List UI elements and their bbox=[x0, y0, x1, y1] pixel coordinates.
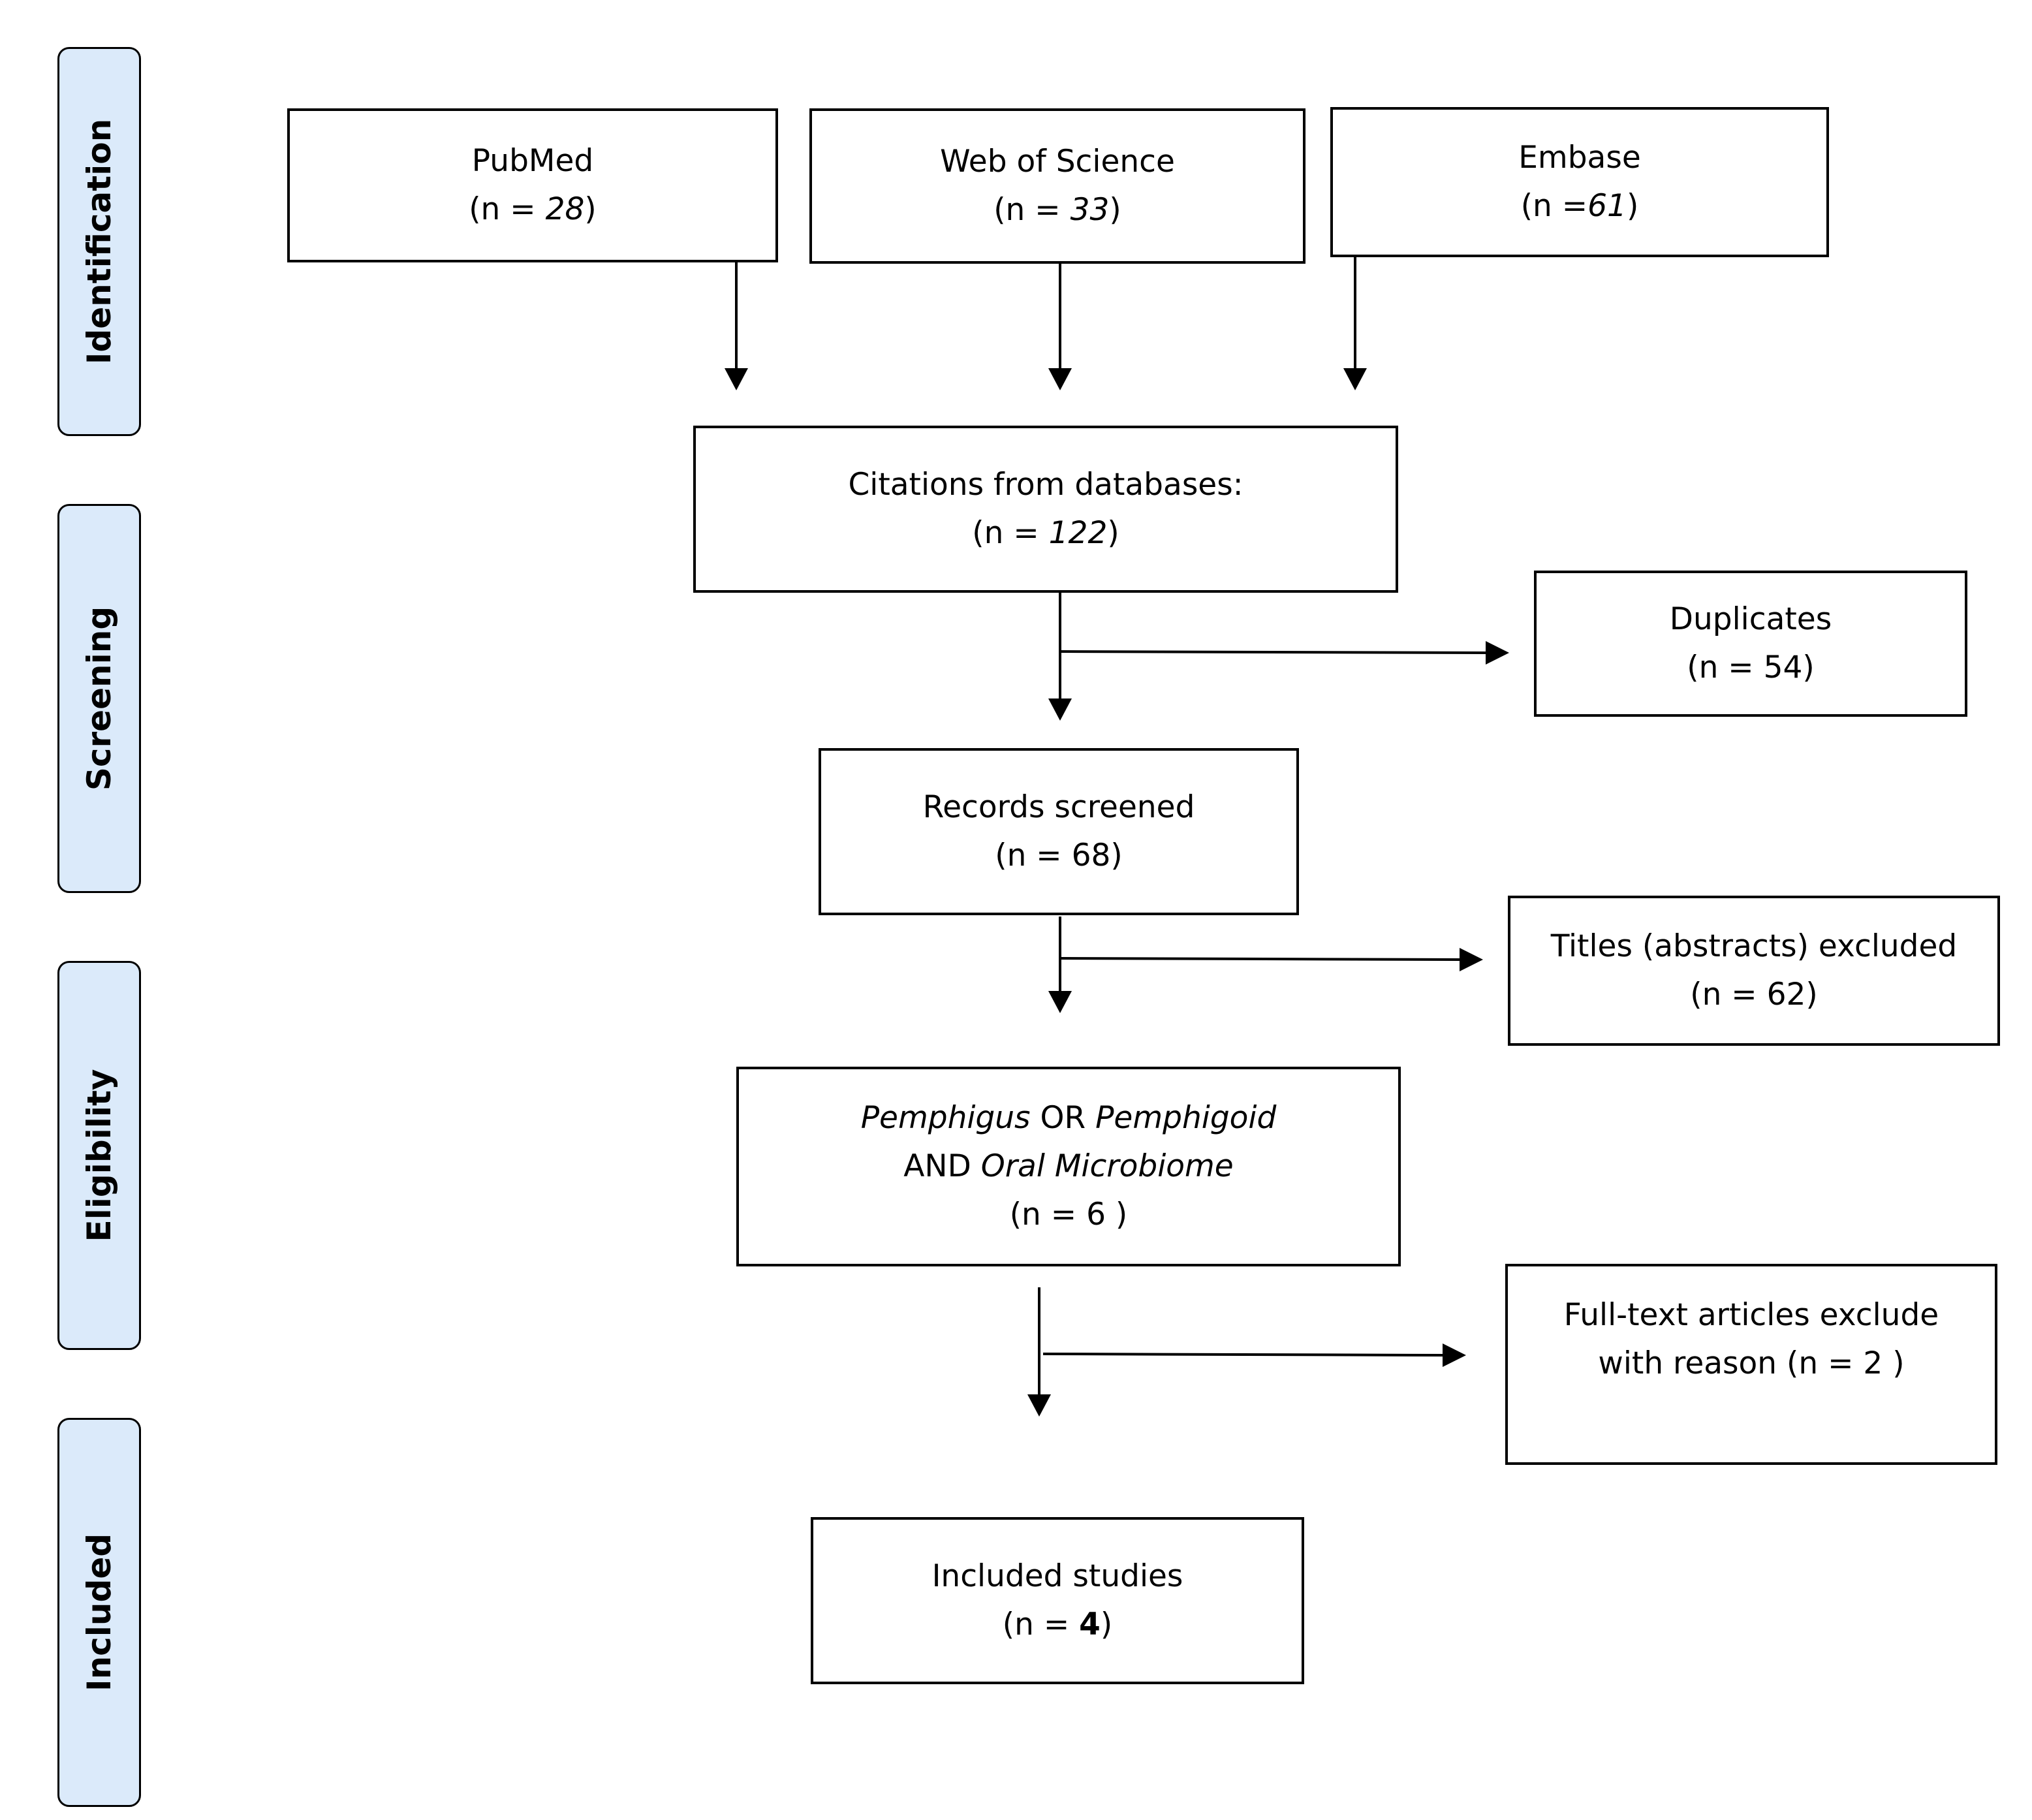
box-title: Embase bbox=[1518, 140, 1641, 176]
count-value: 4 bbox=[1079, 1607, 1101, 1642]
box-duplicates: Duplicates (n = 54) bbox=[1534, 571, 1967, 717]
box-records-screened: Records screened (n = 68) bbox=[819, 748, 1299, 915]
term-pemphigus: Pemphigus bbox=[860, 1100, 1031, 1136]
phase-screening: Screening bbox=[57, 504, 141, 893]
eligibility-line-2: AND Oral Microbiome bbox=[903, 1142, 1233, 1191]
box-count: (n = 33) bbox=[993, 192, 1121, 228]
box-title: Citations from databases: bbox=[848, 467, 1243, 503]
arrowhead-embase bbox=[1343, 368, 1367, 390]
box-count: (n = 4) bbox=[1002, 1607, 1113, 1642]
box-included-studies: Included studies (n = 4) bbox=[811, 1517, 1304, 1684]
box-fulltext-excluded: Full-text articles exclude with reason (… bbox=[1505, 1264, 1997, 1465]
arrowhead-wos bbox=[1048, 368, 1072, 390]
arrowhead-pubmed bbox=[725, 368, 748, 390]
box-title: Included studies bbox=[931, 1558, 1183, 1594]
arrowhead-eligibility bbox=[1027, 1394, 1051, 1417]
box-citations: Citations from databases: (n = 122) bbox=[693, 426, 1398, 593]
box-titles-excluded: Titles (abstracts) excluded (n = 62) bbox=[1508, 896, 2000, 1046]
box-count: (n = 6 ) bbox=[1009, 1197, 1128, 1232]
box-title: Records screened bbox=[922, 789, 1195, 825]
count-value: 61 bbox=[1587, 188, 1627, 224]
eligibility-line-1: Pemphigus OR Pemphigoid bbox=[861, 1094, 1277, 1142]
box-count: (n = 28) bbox=[469, 191, 597, 227]
box-web-of-science: Web of Science (n = 33) bbox=[809, 108, 1305, 264]
operator-and: AND bbox=[903, 1148, 971, 1184]
count-value: 28 bbox=[545, 191, 585, 227]
box-embase: Embase (n =61) bbox=[1330, 107, 1829, 257]
box-title: PubMed bbox=[471, 143, 594, 179]
phase-eligibility: Eligibility bbox=[57, 961, 141, 1350]
count-value: 122 bbox=[1048, 515, 1108, 551]
term-pemphigoid: Pemphigoid bbox=[1095, 1100, 1277, 1136]
box-title: Duplicates bbox=[1669, 601, 1832, 637]
operator-or: OR bbox=[1040, 1100, 1086, 1136]
box-count: (n =61) bbox=[1520, 188, 1639, 224]
branch-titles-excluded bbox=[1059, 957, 1461, 961]
phase-included: Included bbox=[57, 1418, 141, 1807]
box-title: Web of Science bbox=[940, 144, 1175, 180]
arrowhead-titles-excluded bbox=[1460, 948, 1483, 971]
box-count: (n = 68) bbox=[995, 838, 1123, 873]
box-title: Titles (abstracts) excluded bbox=[1550, 928, 1958, 964]
box-eligibility: Pemphigus OR Pemphigoid AND Oral Microbi… bbox=[736, 1067, 1401, 1266]
box-count: (n = 62) bbox=[1690, 977, 1818, 1012]
branch-duplicates bbox=[1059, 650, 1488, 654]
box-count: (n = 122) bbox=[972, 515, 1119, 551]
arrowhead-duplicates bbox=[1486, 641, 1509, 665]
phase-identification: Identification bbox=[57, 47, 141, 436]
arrowhead-citations bbox=[1048, 698, 1072, 721]
box-line-1: Full-text articles exclude bbox=[1563, 1297, 1939, 1333]
count-value: 33 bbox=[1070, 192, 1110, 228]
branch-fulltext-excluded bbox=[1042, 1353, 1445, 1357]
box-pubmed: PubMed (n = 28) bbox=[287, 108, 778, 262]
box-line-2: with reason (n = 2 ) bbox=[1598, 1345, 1905, 1381]
box-count: (n = 54) bbox=[1687, 650, 1815, 685]
term-oral-microbiome: Oral Microbiome bbox=[980, 1148, 1234, 1184]
arrowhead-screened bbox=[1048, 991, 1072, 1013]
arrowhead-fulltext-excluded bbox=[1443, 1343, 1466, 1367]
